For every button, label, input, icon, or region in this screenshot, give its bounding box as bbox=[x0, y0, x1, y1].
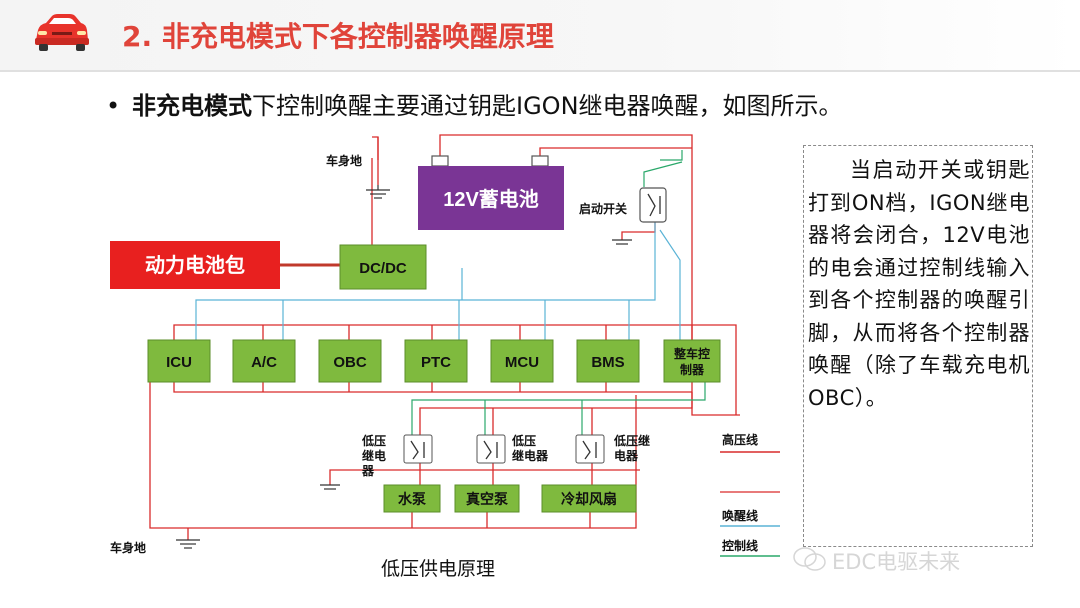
relay-box bbox=[575, 434, 605, 464]
relay-label: 继电 bbox=[362, 448, 386, 463]
controller-row: ICU A/C OBC PTC MCU BMS 整车控 制器 bbox=[147, 339, 721, 383]
battery-terminal-pos bbox=[531, 155, 549, 167]
control-lines bbox=[411, 150, 706, 435]
start-switch bbox=[639, 187, 667, 223]
wechat-icon bbox=[793, 547, 826, 571]
ground-icon bbox=[366, 185, 390, 199]
header-divider bbox=[0, 70, 1080, 72]
relay-box bbox=[403, 434, 433, 464]
body-ground-top-label: 车身地 bbox=[326, 153, 362, 168]
wakeup-lines bbox=[195, 220, 681, 340]
car-icon bbox=[35, 14, 89, 51]
relay-label: 器 bbox=[361, 464, 375, 478]
bullet-dot: • bbox=[106, 92, 121, 120]
controller-label: OBC bbox=[333, 354, 367, 371]
controller-box bbox=[147, 339, 211, 383]
legend-high-voltage-label: 高压线 bbox=[722, 432, 758, 447]
battery-12v bbox=[418, 166, 564, 230]
explanation-text: 当启动开关或钥匙打到ON档，IGON继电器将会闭合，12V电池的电会通过控制线输… bbox=[808, 158, 1030, 410]
ground-icon bbox=[176, 539, 200, 549]
relay-label: 低压 bbox=[511, 433, 536, 448]
relay-label: 继电器 bbox=[512, 448, 549, 463]
controller-label: PTC bbox=[421, 354, 451, 371]
vcu-label-2: 制器 bbox=[680, 362, 705, 377]
battery-label: 12V蓄电池 bbox=[443, 187, 539, 211]
bullet-rest: 下控制唤醒主要通过钥匙IGON继电器唤醒，如图所示。 bbox=[252, 92, 843, 120]
battery-terminal-neg bbox=[431, 155, 449, 167]
load-label: 水泵 bbox=[398, 491, 426, 507]
load-label: 真空泵 bbox=[466, 491, 508, 507]
diagram-caption: 低压供电原理 bbox=[381, 558, 495, 580]
power-battery-pack bbox=[110, 241, 280, 289]
controller-box bbox=[232, 339, 296, 383]
switch-icon bbox=[647, 193, 656, 217]
controller-box bbox=[318, 339, 382, 383]
dcdc-label: DC/DC bbox=[359, 260, 407, 277]
legend: 高压线 唤醒线 控制线 bbox=[720, 432, 780, 557]
relay-switch-icon bbox=[483, 440, 492, 460]
controller-label: ICU bbox=[166, 354, 192, 371]
load-row: 水泵 真空泵 冷却风扇 bbox=[383, 484, 637, 513]
dcdc-box bbox=[339, 244, 427, 290]
bullet-bold: 非充电模式 bbox=[132, 92, 252, 120]
controller-box bbox=[404, 339, 468, 383]
relay-box bbox=[476, 434, 506, 464]
load-box bbox=[454, 484, 520, 513]
load-box bbox=[383, 484, 441, 513]
legend-wakeup-label: 唤醒线 bbox=[722, 508, 758, 523]
relay-group: 低压 继电 器 低压 继电器 低压继 电器 bbox=[361, 433, 650, 478]
vcu-box bbox=[663, 339, 721, 383]
relay-label: 电器 bbox=[614, 448, 639, 463]
load-box bbox=[541, 484, 637, 513]
ground-icon bbox=[320, 484, 340, 490]
header-bar bbox=[0, 0, 1080, 72]
vcu-label-1: 整车控 bbox=[673, 346, 710, 361]
controller-box bbox=[576, 339, 640, 383]
relay-switch-icon bbox=[582, 440, 591, 460]
power-pack-label: 动力电池包 bbox=[145, 253, 245, 277]
page-title: 2. 非充电模式下各控制器唤醒原理 bbox=[122, 20, 554, 53]
high-voltage-lines bbox=[149, 134, 740, 540]
controller-label: BMS bbox=[591, 354, 624, 371]
legend-control-label: 控制线 bbox=[722, 538, 758, 553]
controller-label: MCU bbox=[505, 354, 539, 371]
relay-label: 低压 bbox=[361, 433, 386, 448]
relay-label: 低压继 bbox=[613, 433, 650, 448]
body-ground-bottom-label: 车身地 bbox=[110, 540, 146, 555]
relay-switch-icon bbox=[410, 440, 419, 460]
watermark-text: EDC电驱未来 bbox=[832, 550, 961, 574]
bullet-text: • 非充电模式下控制唤醒主要通过钥匙IGON继电器唤醒，如图所示。 bbox=[106, 86, 843, 121]
ground-icon bbox=[612, 239, 632, 245]
load-label: 冷却风扇 bbox=[561, 491, 617, 507]
controller-box bbox=[490, 339, 554, 383]
explanation-box bbox=[803, 145, 1033, 547]
controller-label: A/C bbox=[251, 354, 277, 371]
start-switch-label: 启动开关 bbox=[579, 201, 627, 216]
